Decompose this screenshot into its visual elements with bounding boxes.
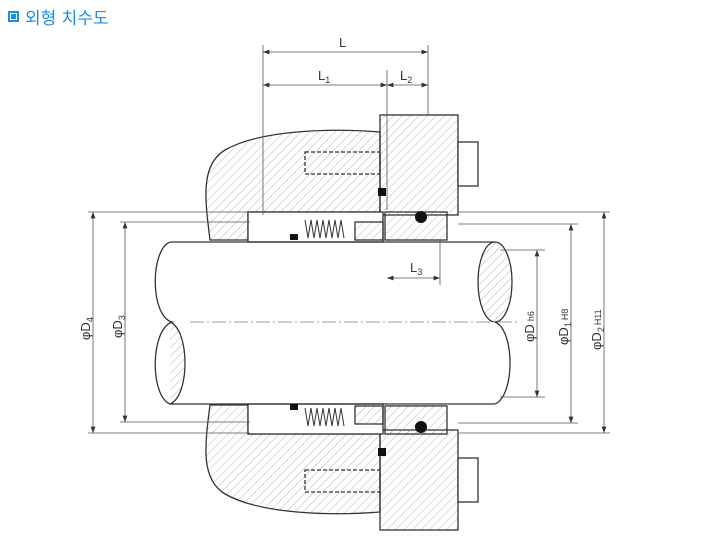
dim-D1: φD1H8 [556,309,573,345]
stud-top [304,151,381,175]
shaft-break-right [494,321,511,405]
dim-L3: L3 [410,260,422,277]
seal-ring-bottom [354,405,384,425]
dim-D2: φD2H11 [589,309,606,350]
section-title-text: 외형 치수도 [25,9,109,29]
bolt-bottom [457,457,479,503]
bolt-top [457,141,479,187]
gland-bottom [379,429,459,531]
gland-top [379,114,459,216]
dim-D: φDh6 [522,311,537,342]
dim-D4: φD4 [78,317,95,340]
section-title: 외형 치수도 [8,4,109,29]
shaft-break-left [169,321,186,405]
spring-bottom [304,407,345,427]
dimension-lines [88,45,610,434]
housing-top [205,129,381,241]
stud-bottom [304,469,381,493]
shaft [154,241,495,405]
square-bullet-icon [8,11,19,22]
dim-L1: L1 [318,68,330,85]
o-rings [290,188,427,456]
spring-top [304,219,345,239]
dim-D3: φD3 [110,315,127,338]
seal-ring-top [354,221,384,241]
dim-L: L [339,35,346,50]
dim-L2: L2 [400,68,412,85]
housing-bottom [205,404,381,515]
shaft-end-right [477,241,513,323]
